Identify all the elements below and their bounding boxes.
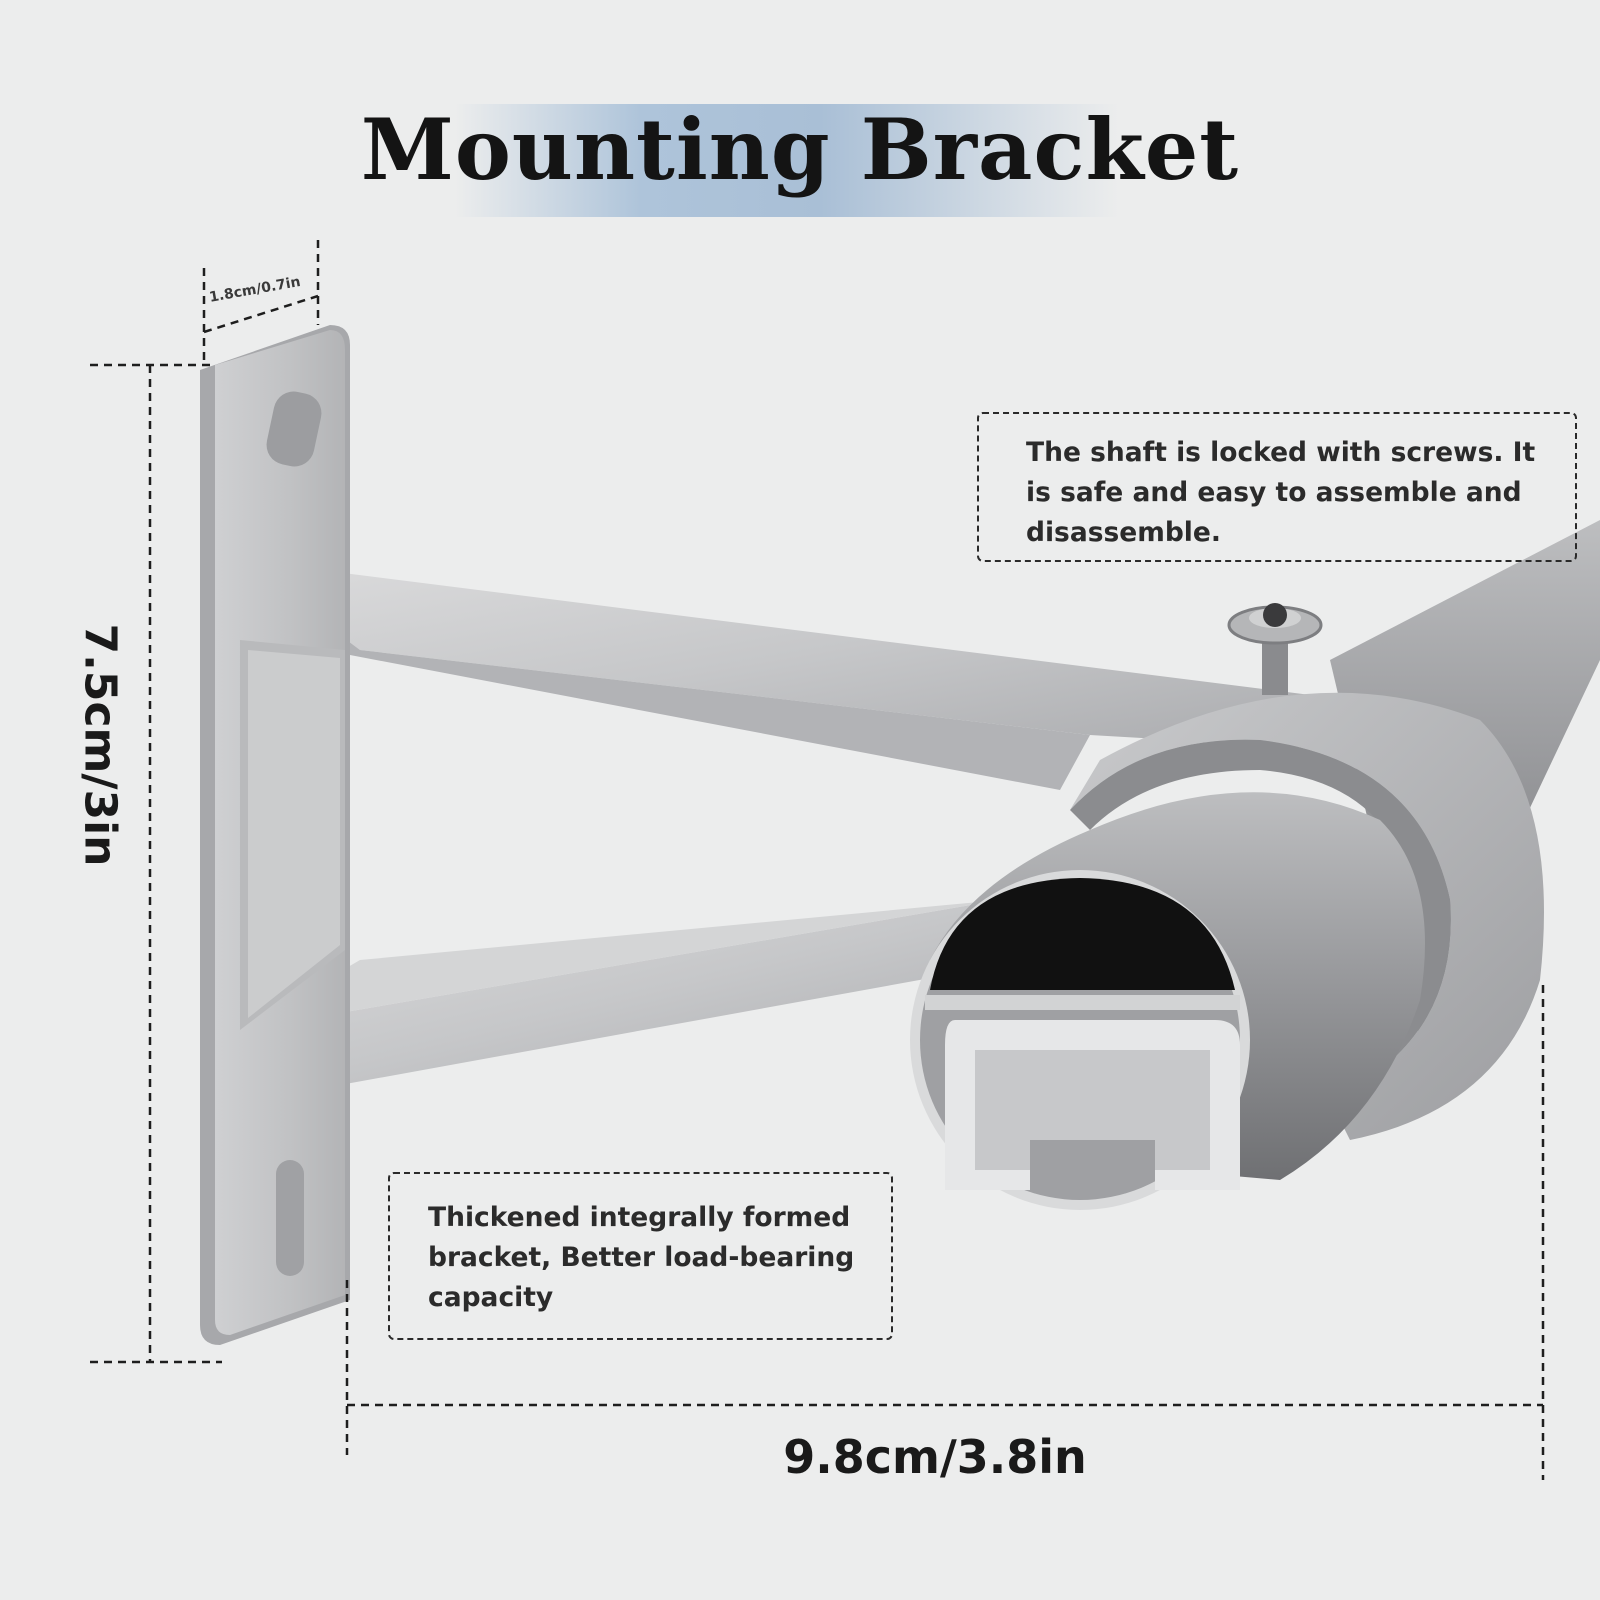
rod-collar bbox=[1070, 692, 1544, 1140]
bracket-callout: Thickened integrally formed bracket, Bet… bbox=[388, 1172, 893, 1340]
rod-profile-section bbox=[910, 792, 1425, 1210]
height-dimension-label: 7.5cm/3in bbox=[74, 623, 126, 867]
dimension-lines bbox=[90, 240, 1545, 1480]
lower-screw-hole bbox=[276, 1160, 304, 1276]
wall-plate bbox=[200, 325, 350, 1345]
upper-screw-hole bbox=[266, 391, 322, 467]
bracket-arms bbox=[240, 560, 1350, 1090]
shaft-callout: The shaft is locked with screws. It is s… bbox=[977, 412, 1577, 562]
title-highlight-band bbox=[455, 104, 1119, 217]
locking-screw bbox=[1227, 603, 1323, 695]
page-title: Mounting Bracket bbox=[360, 100, 1240, 199]
width-dimension-label: 9.8cm/3.8in bbox=[783, 1430, 1087, 1484]
